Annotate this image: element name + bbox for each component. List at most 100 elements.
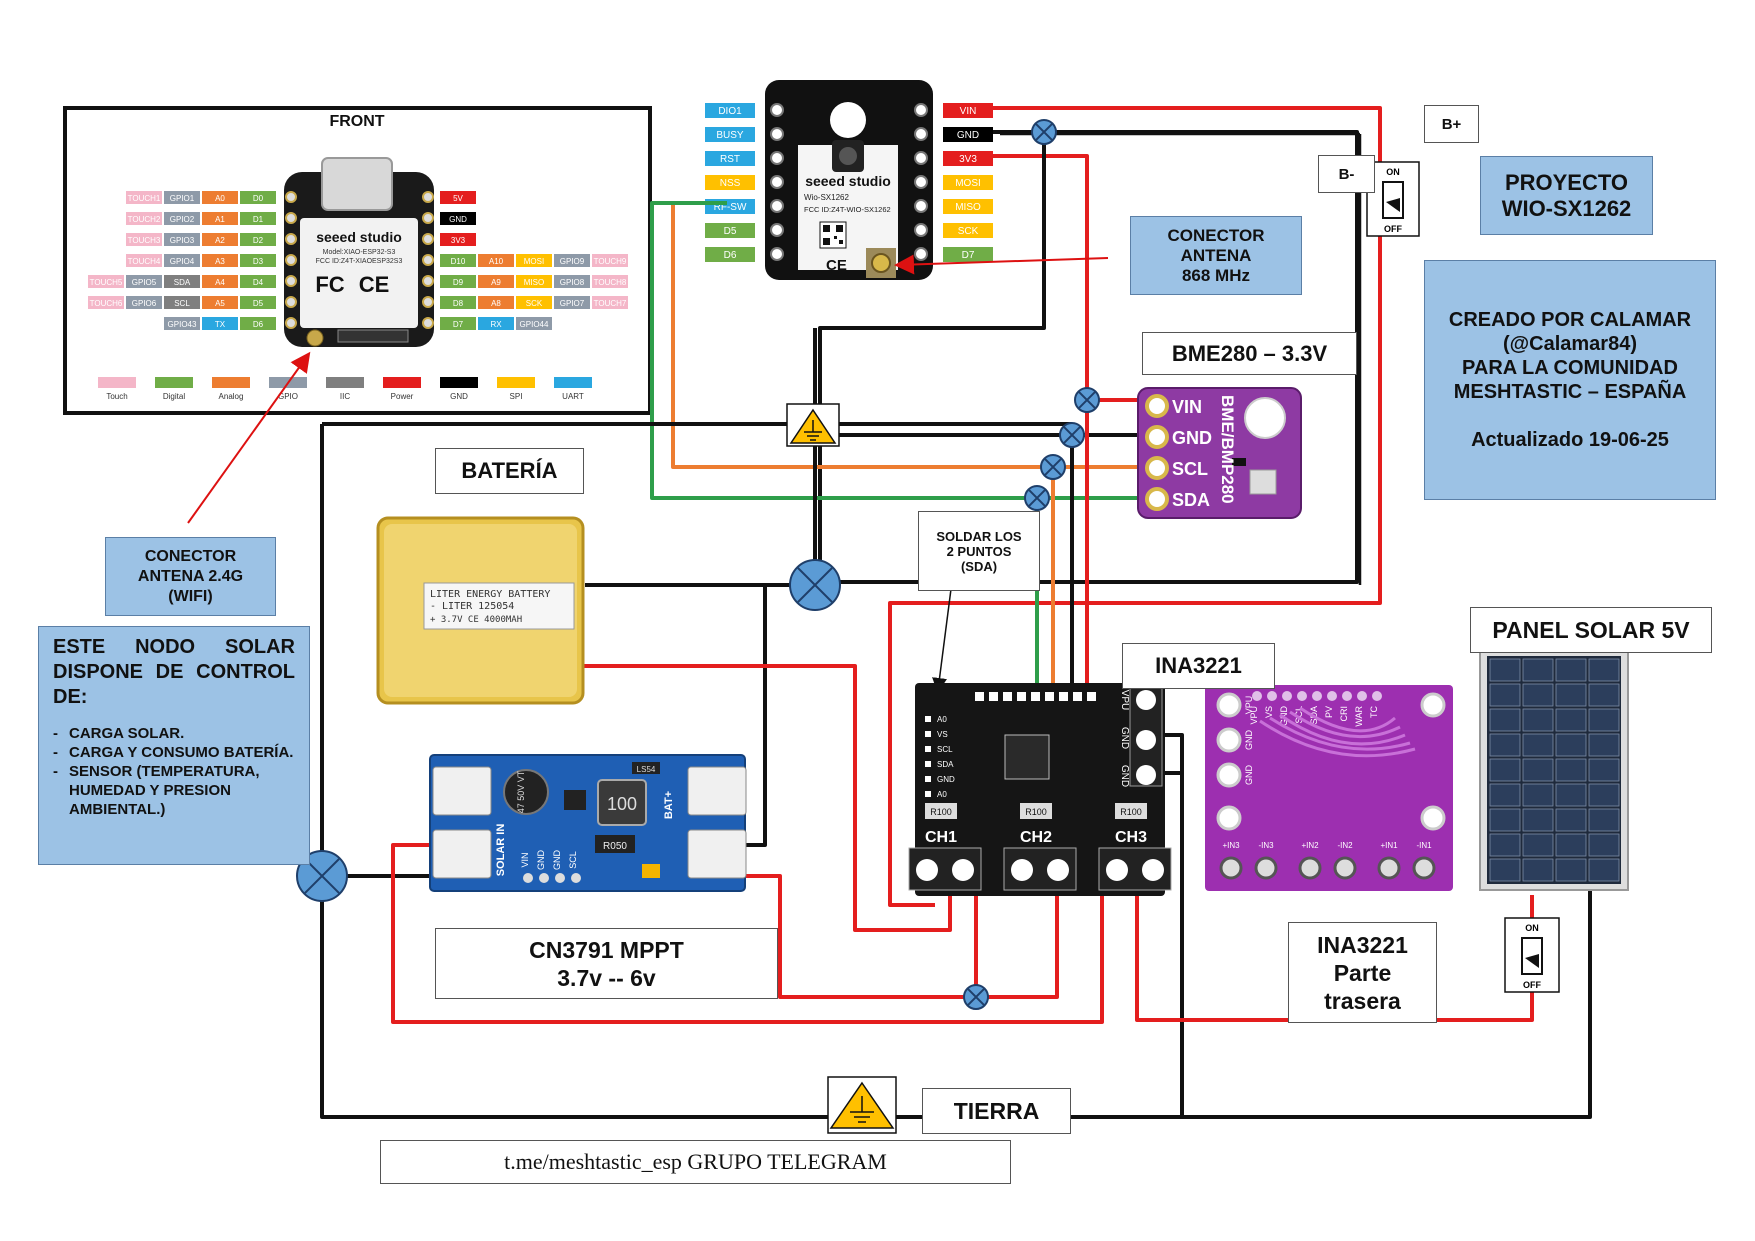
xiao-pin-pad-icon	[285, 191, 297, 203]
wire-crossing-mark	[304, 858, 340, 894]
credits-box: CREADO POR CALAMAR (@Calamar84) PARA LA …	[1424, 260, 1716, 500]
ina-back-hole-icon	[1216, 805, 1242, 831]
battery-label-line1: LITER ENERGY BATTERY	[430, 589, 550, 600]
info-item: CARGA SOLAR.	[53, 724, 295, 743]
xiao-pin-tag	[202, 191, 238, 204]
bme-pin-label: SDA	[1172, 490, 1210, 510]
ina-back-hole-icon	[1420, 692, 1446, 718]
ina-pin-label: A0	[937, 715, 947, 724]
xiao-pin-tag	[240, 212, 276, 225]
xiao-pin-label: TOUCH8	[594, 278, 627, 287]
xiao-pin-label: GPIO9	[560, 257, 585, 266]
xiao-pin-label: MOSI	[524, 257, 544, 266]
info-heading: ESTE NODO SOLAR DISPONE DE CONTROL DE:	[53, 636, 295, 708]
wire-crossing-mark	[967, 988, 985, 1006]
wio-pin-pad-icon	[914, 199, 928, 213]
switch-off-label: OFF	[1523, 980, 1541, 990]
wio-pin-tag	[705, 127, 755, 142]
wire-crossing-mark	[1078, 391, 1096, 409]
xiao-pin-pad-icon	[422, 233, 434, 245]
ina-terminal-screw-icon	[1142, 859, 1164, 881]
antenna-868-label: CONECTOR ANTENA 868 MHz	[1130, 216, 1302, 295]
switch-on-label: ON	[1386, 167, 1400, 177]
solar-cell	[1555, 683, 1587, 707]
xiao-pin-tag	[554, 254, 590, 267]
wio-pin-label: D5	[724, 226, 737, 237]
mppt-connector-icon	[687, 829, 747, 879]
xiao-pin-tag	[516, 296, 552, 309]
solar-cell	[1489, 683, 1521, 707]
xiao-pin-tag	[164, 212, 200, 225]
xiao-pin-label: A4	[215, 278, 225, 287]
solar-cell	[1555, 758, 1587, 782]
xiao-pin-tag	[478, 317, 514, 330]
xiao-pin-tag	[126, 275, 162, 288]
xiao-pin-tag	[592, 254, 628, 267]
ina-channel-label: CH2	[1020, 829, 1052, 846]
legend-label: Digital	[163, 392, 185, 401]
legend-label: Analog	[219, 392, 244, 401]
ina-pad-icon	[1017, 692, 1026, 701]
wio-pin-label: SCK	[958, 226, 979, 237]
ina-pad-icon	[1059, 692, 1068, 701]
ina-pad-icon	[925, 776, 931, 782]
xiao-pin-pad-icon	[285, 212, 297, 224]
ina-back-pad-icon	[1252, 691, 1262, 701]
ina-pin-label: VPU	[1119, 690, 1130, 711]
usb-c-connector	[321, 157, 393, 211]
bateria-label: BATERÍA	[435, 448, 584, 494]
xiao-board-diagram: seeed studio Model:XIAO-ESP32-S3 FCC ID:…	[63, 106, 652, 415]
ina-back-pad-icon	[1297, 691, 1307, 701]
xiao-pin-label: GPIO4	[170, 257, 195, 266]
xiao-pin-label: GPIO7	[560, 299, 585, 308]
ina-pad-icon	[1003, 692, 1012, 701]
ina-channel-label: CH3	[1115, 829, 1147, 846]
xiao-pin-pad-icon	[422, 191, 434, 203]
solder-note: SOLDAR LOS 2 PUNTOS (SDA)	[918, 511, 1040, 591]
ina-pad-icon	[1073, 692, 1082, 701]
legend-label: GND	[450, 392, 468, 401]
xiao-pin-tag	[202, 254, 238, 267]
mppt-pin-pad-icon	[523, 873, 533, 883]
xiao-pin-tag	[554, 296, 590, 309]
solar-cell	[1588, 833, 1620, 857]
bme-pin-pad-icon	[1145, 425, 1169, 449]
battery-label-line2: - LITER 125054	[430, 601, 514, 612]
xiao-pin-tag	[240, 254, 276, 267]
wio-pin-tag	[943, 103, 993, 118]
ina-pad-icon	[1031, 692, 1040, 701]
solar-cell	[1555, 833, 1587, 857]
xiao-pin-label: SDA	[174, 278, 191, 287]
solar-cell	[1588, 658, 1620, 682]
bme-mount-hole-icon	[1244, 397, 1286, 439]
ina-back-pin-label: -IN2	[1337, 841, 1353, 850]
xiao-pin-label: RX	[490, 320, 502, 329]
ina-back-pad-icon	[1342, 691, 1352, 701]
wio-pin-label: D7	[962, 250, 975, 261]
telegram-link[interactable]: t.me/meshtastic_esp GRUPO TELEGRAM	[380, 1140, 1011, 1184]
solar-cell	[1588, 858, 1620, 882]
ina-back-terminal-icon	[1254, 856, 1278, 880]
solar-cell	[1522, 783, 1554, 807]
ina-back-pad-icon	[1372, 691, 1382, 701]
xiao-pin-label: A5	[215, 299, 225, 308]
ina3221-back-title: INA3221 Parte trasera	[1288, 922, 1437, 1023]
mppt-connector-icon	[432, 766, 492, 816]
xiao-pin-tag	[164, 275, 200, 288]
wio-mount-hole-icon	[830, 102, 866, 138]
legend-label: Power	[391, 392, 414, 401]
xiao-brand: seeed studio	[316, 229, 402, 245]
xiao-pin-label: A8	[491, 299, 501, 308]
xiao-pin-tag	[164, 233, 200, 246]
xiao-pin-label: GND	[449, 215, 467, 224]
wio-pin-pad-icon	[770, 151, 784, 165]
ina-back-pin-label: VS	[1264, 706, 1274, 718]
solar-cell	[1522, 758, 1554, 782]
ina-pin-label: VS	[937, 730, 948, 739]
ina-back-pin-label: -IN1	[1416, 841, 1432, 850]
solar-cell	[1489, 733, 1521, 757]
bme-pin-label: VIN	[1172, 397, 1202, 417]
ina-pad-icon	[1087, 692, 1096, 701]
